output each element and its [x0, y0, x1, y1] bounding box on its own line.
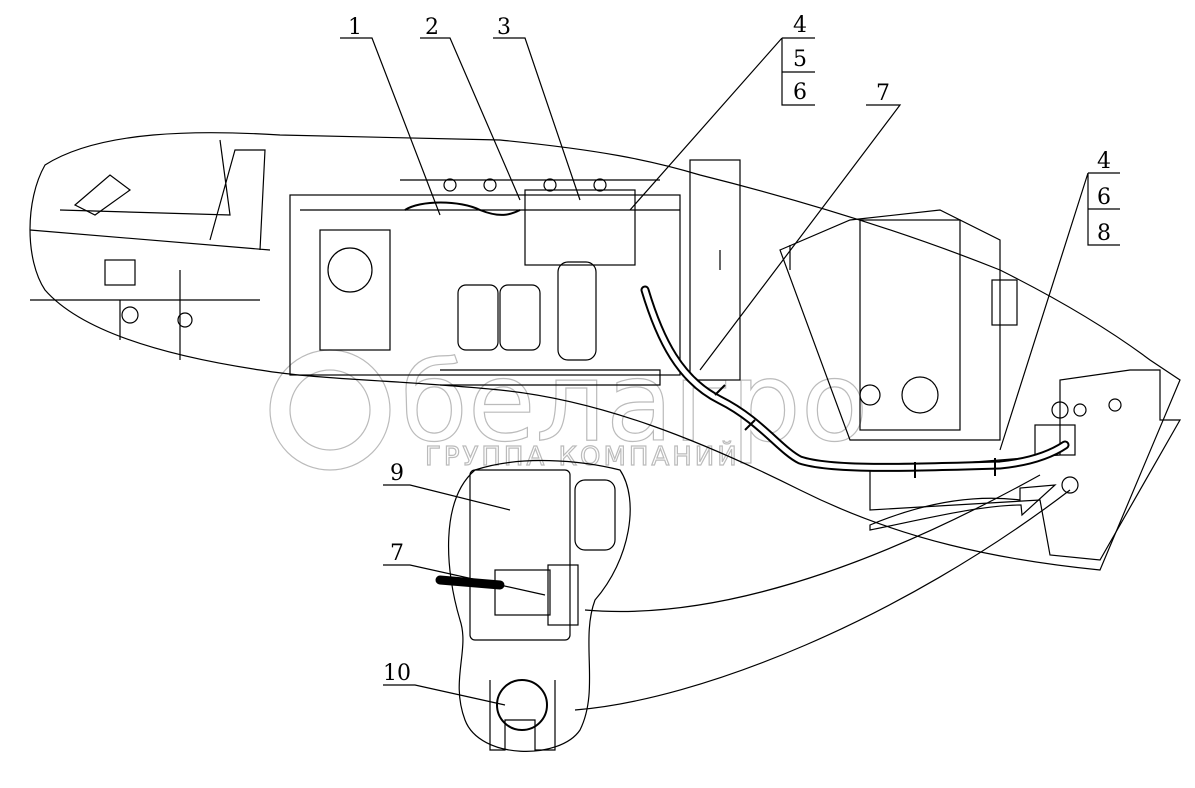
callout-5: 5: [793, 47, 807, 72]
callout-7-detail: 7: [390, 541, 404, 566]
callout-1: 1: [348, 15, 362, 40]
detail-arrow: [869, 484, 1057, 531]
leader-lines: [340, 37, 1120, 706]
watermark-subtitle: ГРУППА КОМПАНИЙ: [425, 440, 740, 472]
radiator-assembly: [689, 159, 1018, 441]
watermark: белагро ГРУППА КОМПАНИЙ: [269, 337, 869, 473]
callout-6-right: 6: [1097, 185, 1111, 210]
callout-9: 9: [390, 461, 404, 486]
callout-8: 8: [1097, 221, 1111, 246]
section-outline: [29, 132, 1181, 571]
engine: [289, 178, 681, 386]
callout-3: 3: [497, 15, 511, 40]
watermark-brand: белагро: [400, 338, 868, 466]
callout-4-right: 4: [1097, 149, 1111, 174]
frame-rail: [869, 369, 1182, 561]
air-hose: [640, 285, 1070, 478]
cab-structure: [29, 139, 271, 360]
detail-view: [435, 459, 1071, 752]
callout-7-top: 7: [876, 81, 890, 106]
callout-10: 10: [383, 661, 411, 686]
callout-4-top: 4: [793, 13, 807, 38]
callout-6-top: 6: [793, 80, 807, 105]
callout-2: 2: [425, 15, 439, 40]
